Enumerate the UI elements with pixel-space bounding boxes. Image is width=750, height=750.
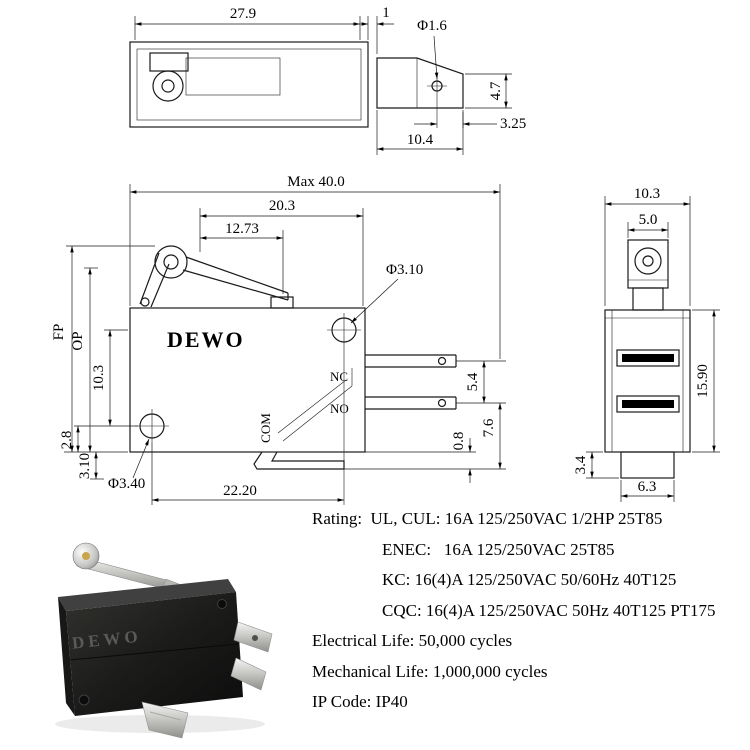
nc-label: NC (330, 369, 348, 384)
side-roller-bracket (627, 239, 669, 289)
spec-line-ip-code: IP Code: IP40 (312, 692, 408, 711)
top-roller (152, 70, 184, 102)
side-roller-pin (642, 255, 654, 267)
front-roller (154, 245, 188, 279)
dim-top-body-width: 27.9 (230, 6, 256, 22)
dim-operating-position: OP (70, 331, 86, 350)
spec-line-electrical-life: Electrical Life: 50,000 cycles (312, 631, 513, 650)
top-roller-pin (161, 79, 175, 93)
front-body-outline (129, 307, 366, 453)
dim-terminal-thickness: 0.8 (451, 432, 467, 451)
front-plunger (270, 296, 294, 309)
spec-line-rating: Rating: UL, CUL: 16A 125/250VAC 1/2HP 25… (312, 509, 663, 528)
no-label: NO (330, 401, 349, 416)
photo-terminal-3 (141, 701, 189, 739)
brand-label: DEWO (167, 327, 245, 352)
no-terminal (365, 396, 457, 410)
top-lever (185, 57, 281, 96)
dim-top-hole-dia-front: Φ3.10 (386, 262, 423, 278)
side-neck (632, 287, 664, 311)
photo-body-front (66, 592, 243, 716)
spec-line-cqc: CQC: 16(4)A 125/250VAC 50Hz 40T125 PT175 (382, 600, 716, 620)
dim-top-hole-dia: Φ1.6 (417, 18, 447, 34)
photo-terminal-2 (230, 657, 267, 691)
dim-roller-width: 5.0 (639, 212, 658, 228)
side-body-outline (604, 309, 691, 453)
dim-body-depth: 10.3 (634, 186, 660, 202)
dim-free-position: FP (51, 324, 67, 341)
dim-lever-length: 20.3 (269, 198, 295, 214)
dim-top-step: 1 (382, 5, 390, 21)
dim-no-com-gap: 7.6 (481, 418, 497, 437)
dim-bottom-hole-dia: Φ3.40 (108, 476, 145, 492)
dim-base-width: 6.3 (638, 479, 657, 495)
dim-max-width: Max 40.0 (287, 174, 345, 190)
side-terminal-slot-2 (616, 395, 680, 413)
dim-top-plunger-height: 4.7 (488, 81, 504, 100)
side-view: 10.3 5.0 15.90 3.4 6.3 (573, 186, 720, 502)
spec-line-mechanical-life: Mechanical Life: 1,000,000 cycles (312, 661, 548, 681)
dim-nc-no-gap: 5.4 (465, 372, 481, 391)
dim-base-height: 3.4 (573, 455, 589, 474)
spec-line-enec: ENEC: 16A 125/250VAC 25T85 (382, 539, 615, 559)
dim-hole-vertical: 10.3 (91, 365, 107, 391)
spec-block: Rating: UL, CUL: 16A 125/250VAC 1/2HP 25… (312, 504, 748, 718)
photo-body-top (58, 579, 236, 611)
dim-body-height: 15.90 (695, 364, 711, 398)
spec-line-kc: KC: 16(4)A 125/250VAC 50/60Hz 40T125 (382, 570, 677, 589)
front-roller-pin (163, 254, 179, 270)
top-view: 27.9 1 Φ1.6 4.7 3.25 10.4 (129, 5, 526, 155)
dim-hole-spacing: 22.20 (223, 483, 257, 499)
com-terminal (253, 451, 345, 470)
photo-mounting-hole (78, 694, 90, 706)
dim-roller-offset: 12.73 (225, 221, 259, 237)
front-view: DEWO NC NO COM Max 40.0 20.3 12.73 Φ3.10… (51, 174, 506, 505)
top-body-inner (136, 48, 362, 121)
top-roller-bracket (149, 52, 189, 72)
side-base (620, 451, 675, 479)
product-photo: DEWO (55, 542, 273, 739)
dim-com-offset: 3.10 (77, 453, 93, 479)
side-roller (634, 247, 662, 275)
dim-bottom-edge: 2.8 (59, 431, 75, 450)
top-body-outline (129, 41, 369, 128)
side-terminal-slot-1 (616, 349, 680, 367)
com-label: COM (258, 413, 273, 443)
nc-terminal (365, 354, 457, 368)
dim-top-plunger-width: 10.4 (407, 132, 434, 148)
dim-top-hole-offset: 3.25 (500, 116, 526, 132)
top-plunger (376, 57, 464, 109)
